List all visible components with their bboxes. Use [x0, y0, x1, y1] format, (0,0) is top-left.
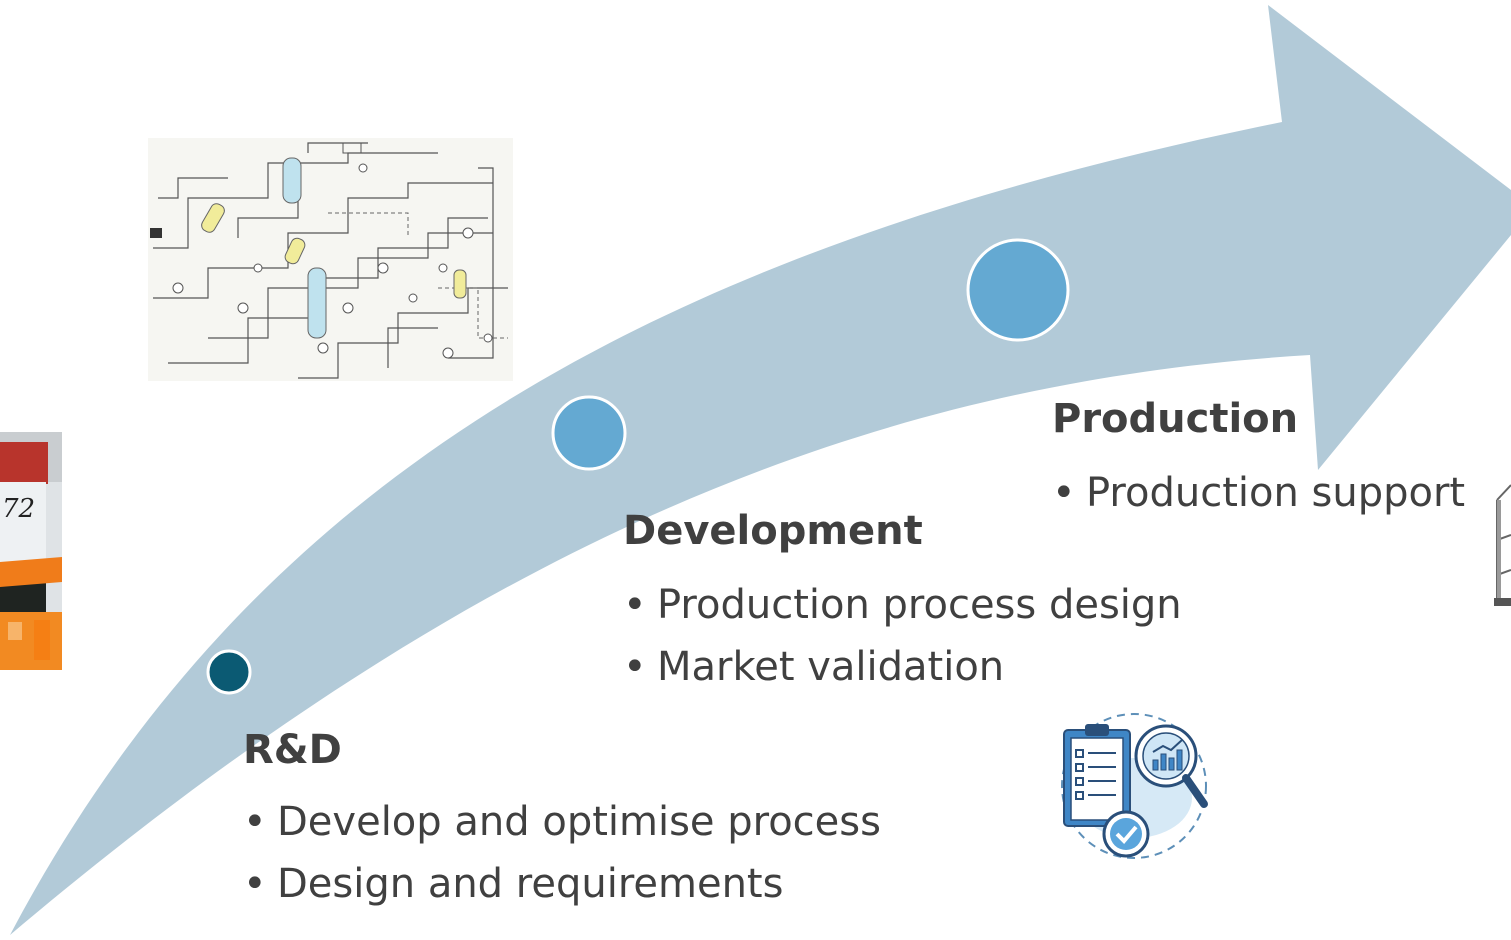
stage-title-rnd: R&D	[243, 727, 342, 773]
stage-bullets-rnd: Develop and optimise process Design and …	[243, 791, 881, 915]
milestone-rnd	[206, 649, 252, 695]
stage-bullets-production: Production support	[1052, 462, 1465, 524]
list-item: Develop and optimise process	[243, 791, 881, 853]
factory-building-photo	[1494, 480, 1511, 610]
milestone-development	[551, 395, 627, 471]
svg-text:72: 72	[2, 494, 35, 524]
milestone-production	[966, 238, 1070, 342]
stage-title-production: Production	[1052, 396, 1299, 442]
stage-bullets-development: Production process design Market validat…	[623, 574, 1182, 698]
process-flow-diagram-image	[148, 138, 513, 381]
checklist-analysis-icon	[1061, 713, 1208, 859]
lab-sample-photo: 72	[0, 432, 62, 670]
list-item: Design and requirements	[243, 853, 881, 915]
arrow-body	[10, 5, 1511, 935]
stage-title-development: Development	[623, 508, 923, 554]
list-item: Production support	[1052, 462, 1465, 524]
list-item: Production process design	[623, 574, 1182, 636]
list-item: Market validation	[623, 636, 1182, 698]
